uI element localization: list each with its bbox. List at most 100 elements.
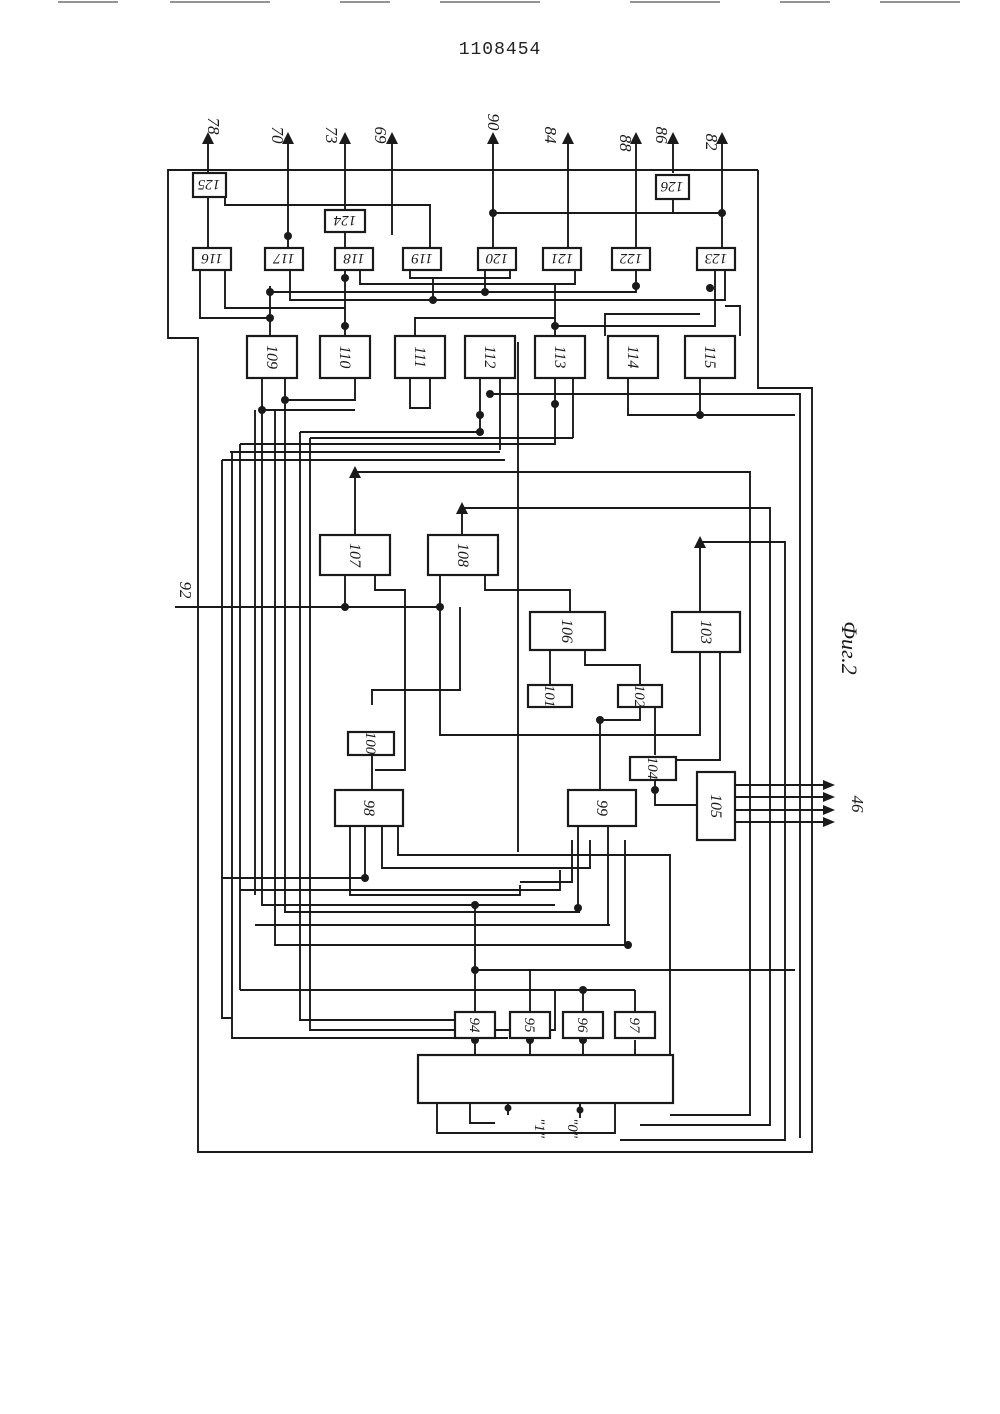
w-98-a	[350, 825, 520, 895]
w-104-105	[655, 780, 700, 805]
block-126: 126	[656, 175, 689, 199]
block-108: 108	[428, 535, 498, 575]
w-98-c	[382, 825, 590, 868]
block-103: 103	[672, 612, 740, 652]
block-105: 105	[697, 772, 735, 840]
svg-text:98: 98	[360, 800, 377, 816]
w-114-up	[605, 314, 700, 336]
svg-text:100: 100	[362, 732, 378, 755]
block-109: 109	[247, 336, 297, 378]
svg-text:121: 121	[551, 250, 574, 266]
svg-text:104: 104	[644, 757, 660, 780]
block-120: 120	[478, 248, 516, 270]
svg-text:126: 126	[660, 178, 683, 194]
svg-text:99: 99	[593, 800, 610, 816]
block-99: 99	[568, 790, 636, 826]
w-reg-bot2	[470, 1103, 495, 1123]
svg-text:105: 105	[707, 794, 724, 818]
w-v262	[262, 410, 555, 905]
w-116-109	[200, 270, 270, 318]
w-h890	[240, 870, 560, 890]
terminal-92: 92	[176, 582, 195, 600]
svg-text:117: 117	[272, 250, 295, 266]
block-124: 124	[325, 210, 365, 232]
svg-text:102: 102	[631, 685, 647, 708]
terminal-labels: 78 70 73 69 90 84 88 86 82 92 46	[176, 114, 867, 814]
svg-text:108: 108	[454, 543, 471, 567]
w-116b	[225, 270, 345, 308]
svg-text:109: 109	[263, 345, 280, 369]
terminal-69: 69	[371, 127, 390, 145]
block-116: 116	[193, 248, 231, 270]
w-v222	[222, 460, 232, 1018]
w-109-110	[285, 378, 355, 400]
w-bus-d	[410, 270, 510, 278]
block-119: 119	[403, 248, 441, 270]
block-95: 95	[510, 1012, 550, 1038]
terminal-70: 70	[268, 127, 287, 145]
svg-text:101: 101	[541, 685, 557, 708]
terminal-86: 86	[652, 127, 671, 145]
svg-text:125: 125	[197, 176, 220, 192]
svg-text:113: 113	[551, 346, 568, 369]
w-108-106	[485, 575, 570, 612]
svg-text:118: 118	[343, 250, 365, 266]
block-122: 122	[612, 248, 650, 270]
switch-label-1: "1"	[531, 1118, 547, 1139]
svg-text:96: 96	[574, 1018, 590, 1034]
terminal-73: 73	[322, 127, 341, 144]
terminal-88: 88	[616, 135, 635, 153]
w-99-c	[520, 840, 572, 882]
w-bus-a	[270, 270, 636, 292]
svg-text:114: 114	[624, 346, 641, 369]
block-110: 110	[320, 336, 370, 378]
block-101: 101	[528, 685, 572, 708]
block-98: 98	[335, 790, 403, 826]
block-107: 107	[320, 535, 390, 575]
w-107-loop	[355, 472, 750, 1115]
terminal-84: 84	[541, 127, 560, 145]
block-115: 115	[685, 336, 735, 378]
w-115-up	[725, 306, 740, 336]
w-v300	[300, 432, 470, 1020]
w-113-123	[555, 270, 715, 326]
block-104: 104	[630, 757, 676, 780]
svg-text:106: 106	[558, 619, 575, 643]
w-106-102	[585, 650, 640, 685]
svg-text:115: 115	[701, 346, 718, 369]
block-97: 97	[615, 1012, 655, 1038]
terminal-90: 90	[484, 114, 503, 132]
svg-text:107: 107	[346, 543, 363, 568]
svg-text:95: 95	[521, 1018, 537, 1034]
svg-text:111: 111	[411, 346, 428, 368]
svg-text:124: 124	[333, 212, 356, 228]
w-114-115	[628, 378, 700, 415]
register-block	[418, 1055, 673, 1103]
svg-text:123: 123	[705, 250, 728, 266]
svg-text:122: 122	[619, 250, 642, 266]
block-100: 100	[348, 732, 394, 755]
w-reg-bot1	[437, 1103, 615, 1133]
block-106: 106	[530, 612, 605, 650]
block-111: 111	[395, 336, 445, 378]
terminal-82: 82	[702, 134, 721, 152]
block-94: 94	[455, 1012, 495, 1038]
svg-text:120: 120	[485, 250, 508, 266]
w-102-jn	[600, 708, 640, 720]
w-100-up	[372, 607, 460, 705]
figure-caption: Фиг.2	[837, 621, 862, 675]
block-112: 112	[465, 336, 515, 378]
w-bus-b	[290, 270, 725, 300]
block-118: 118	[335, 248, 373, 270]
block-114: 114	[608, 336, 658, 378]
block-96: 96	[563, 1012, 603, 1038]
svg-text:110: 110	[336, 346, 353, 369]
svg-text:103: 103	[697, 620, 714, 644]
svg-text:119: 119	[411, 250, 433, 266]
block-125: 125	[193, 173, 226, 197]
w-111-down	[410, 378, 430, 408]
switch-labels: "1" "0"	[531, 1118, 580, 1139]
switch-label-0: "0"	[564, 1118, 580, 1139]
svg-text:97: 97	[626, 1018, 642, 1035]
block-117: 117	[265, 248, 303, 270]
